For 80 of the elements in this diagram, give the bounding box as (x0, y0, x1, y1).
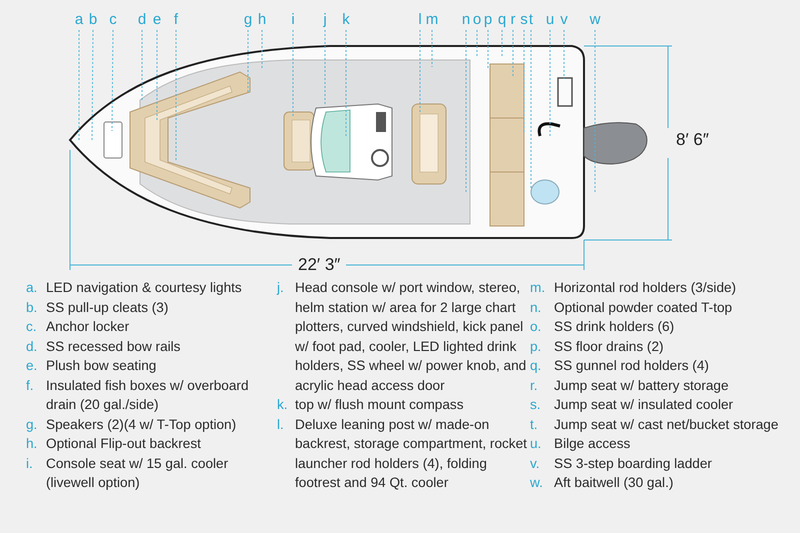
list-letter: i. (26, 454, 33, 472)
list-letter: h. (26, 435, 38, 453)
list-letter: c. (26, 318, 37, 336)
feature-description: SS recessed bow rails (46, 338, 182, 356)
feature-description: LED navigation & courtesy lights (46, 279, 243, 297)
callout-letter: e (152, 12, 162, 28)
feature-description: SS floor drains (2) (554, 338, 665, 356)
callout-letter: s (520, 12, 528, 28)
feature-description: Deluxe leaning post w/ made-on backrest, storage compartment, rocket launcher rod holders (4), folding footrest and 94 Qt. cooler (295, 416, 528, 492)
feature-description: Bilge access (554, 435, 632, 453)
feature-description: Anchor locker (46, 318, 130, 336)
list-letter: n. (530, 298, 542, 316)
list-letter: g. (26, 416, 38, 434)
list-letter: e. (26, 357, 38, 375)
feature-description: Insulated fish boxes w/ overboard drain (20 gal./side) (46, 376, 250, 414)
callout-letter: a (74, 12, 84, 28)
feature-description: SS 3-step boarding ladder (554, 454, 713, 473)
feature-description: Optional powder coated T-top (554, 298, 734, 317)
list-letter: s. (530, 396, 541, 414)
feature-description: top w/ flush mount compass (295, 396, 464, 414)
list-letter: v. (530, 454, 540, 472)
callout-letter: k (342, 12, 350, 28)
list-letter: t. (530, 416, 538, 434)
callout-letter: b (88, 12, 98, 28)
callout-letter: u (546, 12, 554, 28)
feature-description: SS drink holders (6) (554, 318, 676, 336)
list-letter: o. (530, 318, 542, 336)
feature-description: Jump seat w/ battery storage (554, 376, 730, 395)
leader-line (292, 30, 294, 118)
feature-description: Jump seat w/ insulated cooler (554, 396, 734, 414)
callout-letter: j (323, 12, 327, 28)
feature-description: Plush bow seating (46, 357, 158, 375)
list-letter: m. (530, 279, 546, 297)
list-letter: w. (530, 474, 543, 492)
callout-letter: p (484, 12, 492, 28)
list-letter: a. (26, 279, 38, 297)
feature-description: Aft baitwell (30 gal.) (554, 474, 674, 492)
list-letter: f. (26, 376, 34, 394)
list-letter: q. (530, 357, 542, 375)
callout-letter: d (138, 12, 146, 28)
leader-line (476, 30, 478, 58)
feature-description: Console seat w/ 15 gal. cooler (livewell option) (46, 454, 230, 492)
callout-letter: v (560, 12, 568, 28)
feature-description: SS pull-up cleats (3) (46, 298, 170, 317)
feature-description: SS gunnel rod holders (4) (554, 357, 710, 375)
leader-line (530, 30, 532, 190)
list-letter: b. (26, 298, 38, 316)
dimension-label: 22′ 3″ (298, 256, 340, 274)
leader-line (594, 30, 596, 192)
list-letter: j. (277, 279, 284, 297)
leader-line (512, 30, 514, 76)
callout-letter: m (426, 12, 438, 28)
list-letter: r. (530, 376, 538, 394)
leader-line (324, 30, 326, 106)
callout-letter: o (472, 12, 482, 28)
list-letter: p. (530, 338, 542, 356)
callout-letter: h (258, 12, 266, 28)
callout-letter: f (174, 12, 178, 28)
callout-letter: c (109, 12, 117, 28)
leader-line (112, 30, 114, 132)
leader-line (92, 30, 94, 142)
callout-letter: t (528, 12, 534, 28)
callout-letter: g (244, 12, 252, 28)
callout-letter: n (462, 12, 470, 28)
leader-line (78, 30, 80, 140)
callout-letter: i (291, 12, 295, 28)
feature-description: Speakers (2)(4 w/ T-Top option) (46, 416, 238, 434)
list-letter: u. (530, 435, 542, 453)
callout-letter: q (498, 12, 506, 28)
callout-letter: w (590, 12, 600, 28)
leader-line (156, 30, 158, 122)
list-letter: l. (277, 416, 284, 434)
dimension-label: 8′ 6″ (676, 131, 709, 149)
feature-description: Optional Flip-out backrest (46, 435, 202, 453)
feature-description: Jump seat w/ cast net/bucket storage (554, 416, 780, 434)
list-letter: d. (26, 338, 38, 356)
callout-letter: l (418, 12, 422, 28)
callout-letter: r (510, 12, 516, 28)
feature-description: Horizontal rod holders (3/side) (554, 279, 738, 297)
list-letter: k. (277, 396, 288, 414)
